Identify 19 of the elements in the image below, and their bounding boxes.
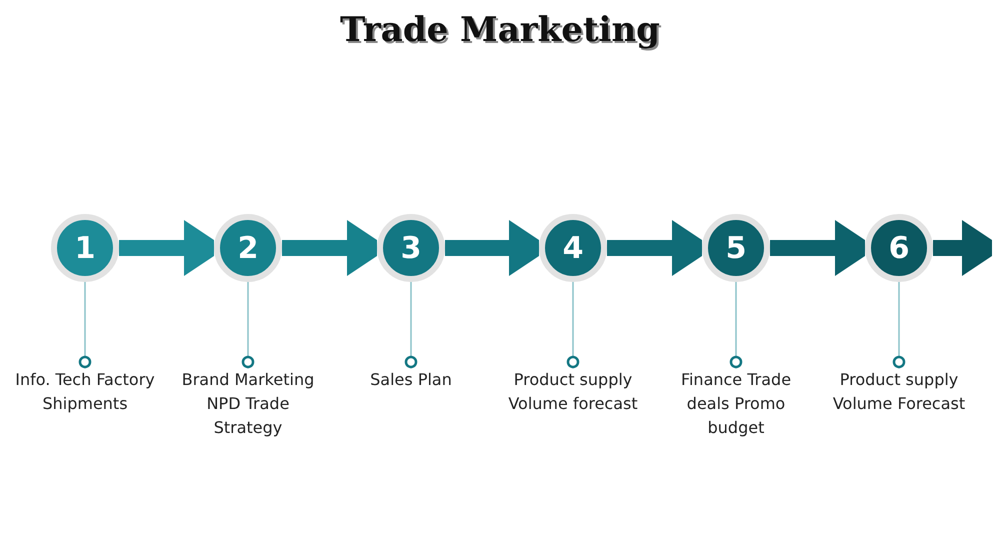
step-label: Product supply Volume Forecast: [824, 368, 974, 416]
leader-line: [566, 282, 580, 368]
step-number-circle: 4: [539, 214, 607, 282]
title: Trade Marketing: [340, 10, 660, 50]
step-number-circle: 6: [865, 214, 933, 282]
leader-line: [78, 282, 92, 368]
leader-line: [892, 282, 906, 368]
step-number-circle: 5: [702, 214, 770, 282]
step-label: Info. Tech Factory Shipments: [10, 368, 160, 416]
step-label: Brand Marketing NPD Trade Strategy: [173, 368, 323, 440]
step-label: Product supply Volume forecast: [498, 368, 648, 416]
leader-line: [242, 282, 254, 368]
step-label: Sales Plan: [336, 368, 486, 392]
leader-line: [404, 282, 418, 368]
step-number-circle: 1: [51, 214, 119, 282]
step-number-circle: 2: [214, 214, 282, 282]
step-number-circle: 3: [377, 214, 445, 282]
leader-line: [730, 282, 742, 368]
step-label: Finance Trade deals Promo budget: [661, 368, 811, 440]
